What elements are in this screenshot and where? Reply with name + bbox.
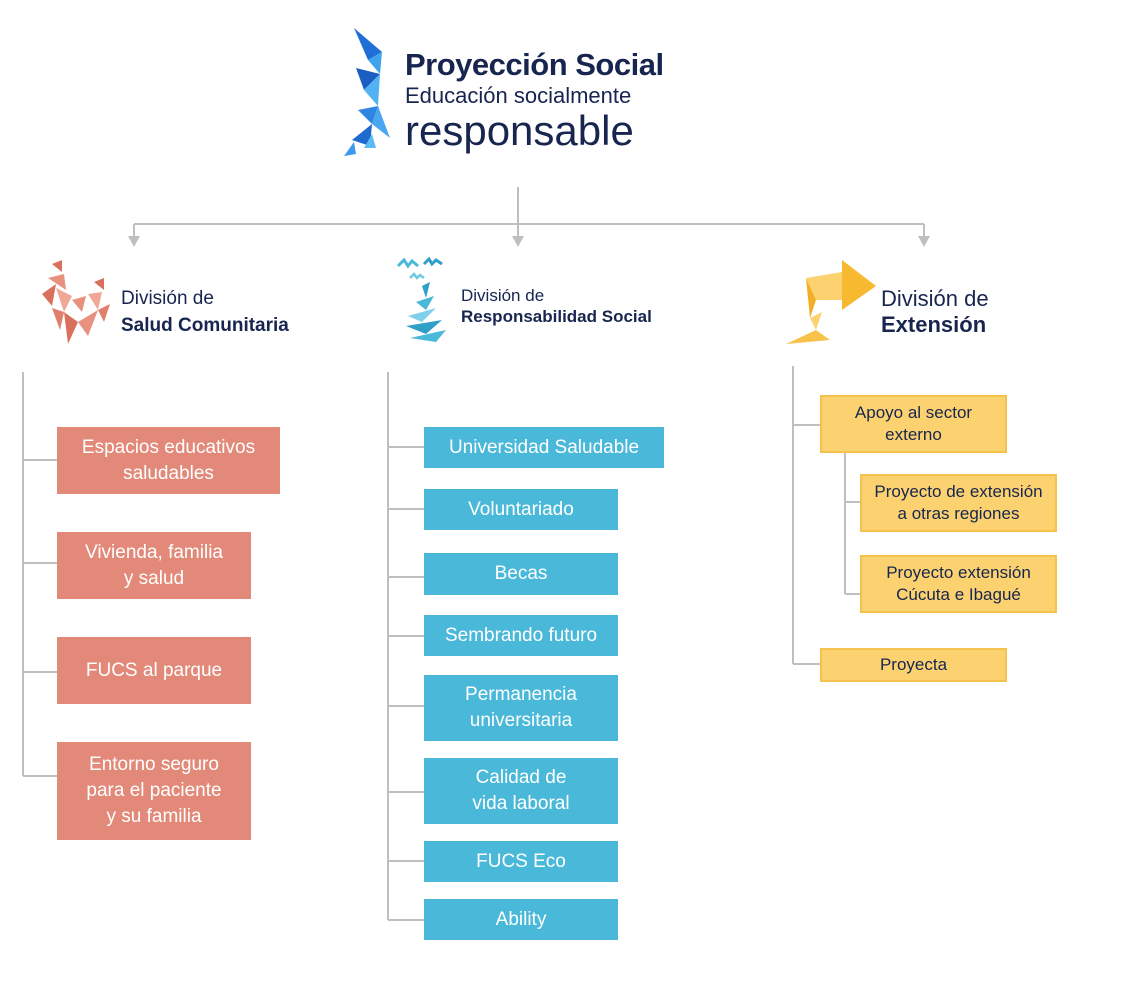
list-item: Ability: [424, 899, 618, 940]
division-label-name: Salud Comunitaria: [121, 315, 289, 336]
division-label-prefix: División de: [121, 288, 214, 309]
list-item: Proyecta: [820, 648, 1007, 682]
people-origami-icon: [42, 260, 110, 344]
list-item: Sembrando futuro: [424, 615, 618, 656]
division-heading-responsabilidad: División de Responsabilidad Social: [461, 285, 652, 327]
division-heading-salud: División de Salud Comunitaria: [121, 285, 289, 339]
list-item: FUCS Eco: [424, 841, 618, 882]
division-label-name: Extensión: [881, 312, 987, 337]
title-line-2: Educación socialmente: [405, 83, 632, 108]
arrow-ribbon-icon: [786, 260, 876, 344]
arrow-down-icon: [512, 236, 524, 247]
division-heading-extension: División de Extensión: [881, 286, 989, 338]
page-title: Proyección Social Educación socialmente …: [405, 46, 664, 154]
arrow-down-icon: [918, 236, 930, 247]
blue-origami-map-icon: [344, 28, 390, 156]
division-label-prefix: División de: [461, 286, 545, 305]
arrow-down-icon: [128, 236, 140, 247]
division-label-prefix: División de: [881, 286, 989, 311]
division-label-name: Responsabilidad Social: [461, 307, 652, 326]
list-item: FUCS al parque: [57, 637, 251, 704]
title-line-3: responsable: [405, 107, 634, 154]
list-item: Becas: [424, 553, 618, 595]
list-item: Universidad Saludable: [424, 427, 664, 468]
list-item: Voluntariado: [424, 489, 618, 530]
tree-birds-icon: [396, 256, 446, 342]
title-line-1: Proyección Social: [405, 47, 664, 82]
